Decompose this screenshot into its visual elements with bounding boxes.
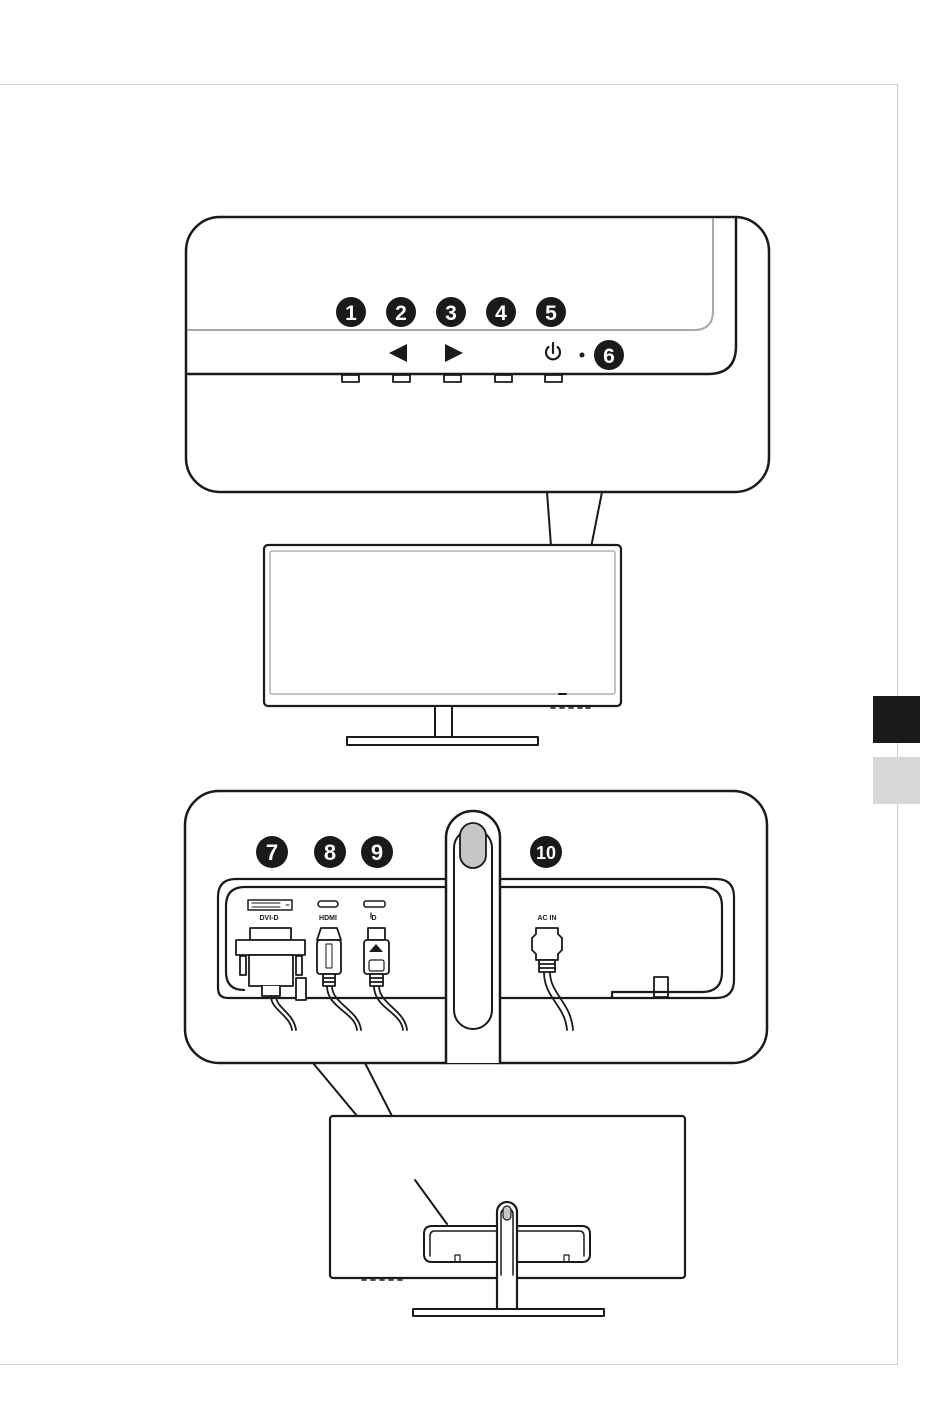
hdmi-port-label: HDMI	[319, 915, 337, 922]
callout-number-8: 8	[324, 840, 336, 865]
monitor-front-body	[264, 545, 621, 706]
monitor-rear-view	[330, 1116, 685, 1316]
callout-number-9: 9	[371, 840, 383, 865]
callout-number-10: 10	[536, 843, 556, 863]
callout-number-7: 7	[266, 840, 278, 865]
callout-number-1: 1	[345, 302, 357, 325]
ac-in-port: AC IN	[537, 915, 556, 922]
power-led-icon	[580, 353, 585, 358]
callout-number-3: 3	[445, 302, 457, 325]
stand-handle	[460, 823, 486, 868]
callout-number-6: 6	[603, 345, 615, 368]
callout-number-2: 2	[395, 302, 407, 325]
monitor-front-view	[264, 545, 621, 745]
monitor-front-base	[347, 737, 538, 745]
front-callout-frame	[186, 217, 769, 492]
ac-in-label: AC IN	[537, 915, 556, 922]
monitor-rear-base	[413, 1309, 604, 1316]
callout-number-4: 4	[495, 302, 507, 325]
callout-number-5: 5	[545, 302, 557, 325]
monitor-front-neck	[435, 706, 452, 737]
displayport-label: D	[371, 915, 376, 922]
dvi-port-label: DVI-D	[259, 915, 278, 922]
